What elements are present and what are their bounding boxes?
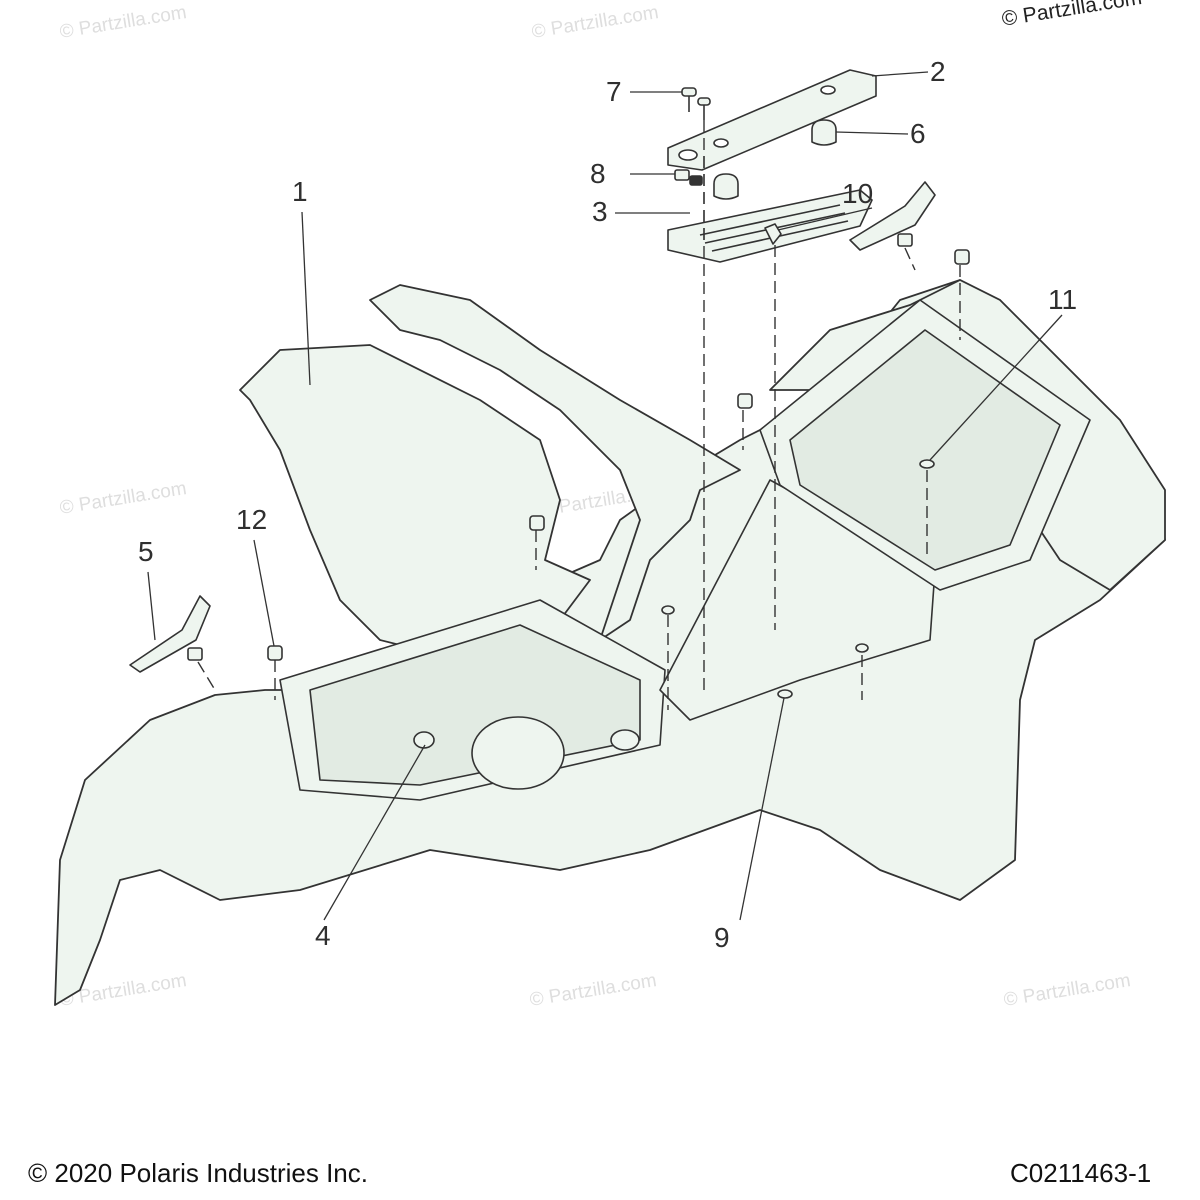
callout-2: 2 [930,56,946,87]
callout-5: 5 [138,536,154,567]
callout-10: 10 [842,178,874,209]
callout-8: 8 [590,158,606,189]
callout-12: 12 [236,504,268,535]
bumper [713,173,739,200]
callout-9: 9 [714,922,730,953]
left-tub-dome [471,716,565,790]
callout-1: 1 [292,176,308,207]
rack-bracket [667,69,877,171]
polaris-copyright: © 2020 Polaris Industries Inc. [28,1158,368,1188]
right-hook [849,181,936,251]
callout-4: 4 [315,920,331,951]
drain-plug [610,729,640,751]
left-hook [129,595,211,673]
bumper [811,119,837,146]
callout-3: 3 [592,196,608,227]
drawing-number: C0211463-1 [1010,1158,1152,1188]
callout-7: 7 [606,76,622,107]
callout-6: 6 [910,118,926,149]
right-tub-floor [789,329,1061,571]
callout-11: 11 [1048,284,1078,315]
front-hoop [369,284,741,641]
